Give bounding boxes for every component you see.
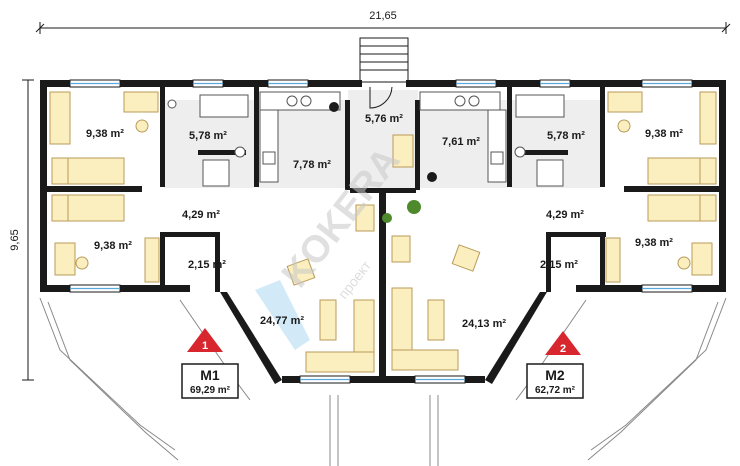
light-beam-decoration <box>255 280 310 350</box>
entrance-porch <box>359 37 409 83</box>
room-label-bed-br: 9,38 m² <box>635 237 673 249</box>
unit-m2-area: 62,72 m² <box>535 385 576 396</box>
unit-box-m2: M2 62,72 m² <box>526 363 584 399</box>
room-label-hall-r: 4,29 m² <box>546 209 584 221</box>
room-label-living-l: 24,77 m² <box>260 315 304 327</box>
terraces <box>39 297 727 466</box>
width-dimension: 21,65 <box>35 10 731 34</box>
room-label-hall-top: 5,76 m² <box>365 113 403 125</box>
unit-marker-1-number: 1 <box>202 340 208 352</box>
room-label-bed-tl: 9,38 m² <box>86 128 124 140</box>
room-label-living-r: 24,13 m² <box>462 318 506 330</box>
room-label-kitchen-l: 7,78 m² <box>293 159 331 171</box>
bath-fixtures <box>167 94 565 187</box>
room-label-bed-tr: 9,38 m² <box>645 128 683 140</box>
depth-label: 9,65 <box>9 229 21 250</box>
room-label-bath-r: 5,78 m² <box>547 130 585 142</box>
unit-marker-2: 2 <box>545 331 581 355</box>
entrance-door <box>369 86 393 109</box>
room-label-wc-l: 2,15 m² <box>188 259 226 271</box>
room-label-kitchen-r: 7,61 m² <box>442 136 480 148</box>
beds <box>51 157 717 222</box>
plants <box>329 102 437 223</box>
room-label-bath-l: 5,78 m² <box>189 130 227 142</box>
width-label: 21,65 <box>369 10 397 22</box>
unit-marker-2-number: 2 <box>560 343 566 355</box>
room-label-wc-r: 2,15 m² <box>540 259 578 271</box>
unit-m2-name: M2 <box>545 367 565 383</box>
room-label-hall-l: 4,29 m² <box>182 209 220 221</box>
depth-dimension: 9,65 <box>9 79 34 381</box>
top-windows <box>69 79 693 384</box>
wardrobes <box>49 91 717 283</box>
interior-walls <box>47 87 719 292</box>
watermark-subtext: проект <box>335 257 375 302</box>
kitchen-counters <box>259 91 507 183</box>
room-label-bed-bl: 9,38 m² <box>94 240 132 252</box>
unit-m1-name: M1 <box>200 367 220 383</box>
unit-marker-1: 1 <box>187 328 223 352</box>
living-furniture-left <box>286 204 375 373</box>
living-furniture-right <box>391 235 481 371</box>
room-labels: 9,38 m² 5,78 m² 7,78 m² 5,76 m² 7,61 m² … <box>86 113 683 330</box>
unit-box-m1: M1 69,29 m² <box>181 363 239 399</box>
unit-m1-area: 69,29 m² <box>190 385 231 396</box>
